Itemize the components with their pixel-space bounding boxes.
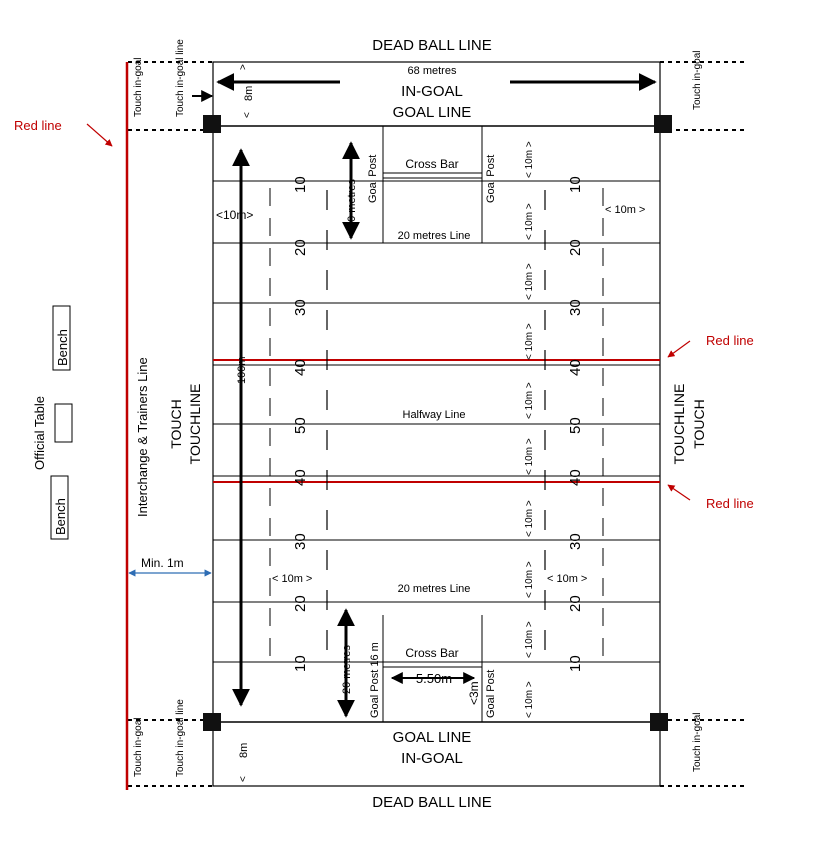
lower-gap-left: < 10m >: [272, 573, 312, 585]
field-number: 30: [567, 299, 584, 316]
ten-metre-marker: < 10m >: [524, 263, 535, 300]
bench-top-box: [52, 305, 71, 371]
goal-post-top-right: Goal Post: [485, 155, 497, 203]
twenty-line-top: 20 metres Line: [398, 230, 471, 242]
field-number: 20: [567, 595, 584, 612]
red-arrow-left: [86, 123, 113, 147]
goal-post-bottom-right: Goal Post: [485, 670, 497, 718]
ingoal-depth-caret-top: >: [238, 64, 249, 70]
field-number: 50: [292, 417, 309, 434]
twenty-line-bottom: 20 metres Line: [398, 583, 471, 595]
red-line-label-left: Red line: [14, 118, 62, 133]
field-number: 10: [567, 655, 584, 672]
touch-in-goal-right-bottom: Touch in-goal: [692, 713, 703, 772]
ten-metre-markers: < 10m > < 10m > < 10m > < 10m > < 10m > …: [524, 141, 535, 718]
red-arrow-right-upper: [667, 340, 691, 358]
red-arrow-right-lower: [667, 484, 691, 501]
red-line-label-right-upper: Red line: [706, 333, 754, 348]
min-distance-label: Min. 1m: [141, 556, 184, 570]
min-gap-label: <3m: [467, 681, 481, 705]
ten-metre-marker: < 10m >: [524, 681, 535, 718]
ingoal-depth-caret-bottom: <: [238, 776, 249, 782]
ten-metre-marker: < 10m >: [524, 561, 535, 598]
official-table: [54, 403, 73, 443]
touchline-label-right: TOUCHLINE: [671, 384, 687, 465]
dead-ball-label-top: DEAD BALL LINE: [372, 37, 492, 54]
width-label: 68 metres: [408, 65, 457, 77]
bench-bottom: Bench: [53, 498, 68, 535]
touch-label-left: TOUCH: [168, 399, 184, 449]
crossbar-width-label: 5.50m: [416, 671, 452, 686]
field-horizontal-lines: [213, 180, 660, 663]
corner-post-bottom-left: [203, 713, 221, 731]
red-line-label-right-lower: Red line: [706, 496, 754, 511]
ingoal-depth-bottom: 8m: [238, 743, 250, 758]
field-number: 40: [292, 469, 309, 486]
ten-metre-marker: < 10m >: [524, 438, 535, 475]
field-number: 10: [567, 176, 584, 193]
length-label: 100m: [236, 356, 248, 384]
field-number: 30: [292, 533, 309, 550]
goal-post-height-label: Goal Post 16 m: [369, 642, 381, 718]
field-number: 10: [292, 176, 309, 193]
field-number: 40: [567, 359, 584, 376]
touch-in-goal-right-top: Touch in-goal: [692, 51, 703, 110]
corner-post-top-right: [654, 115, 672, 133]
corner-post-bottom-right: [650, 713, 668, 731]
ten-metre-marker: < 10m >: [524, 323, 535, 360]
field-number: 40: [567, 469, 584, 486]
goal-line-label-top: GOAL LINE: [393, 104, 472, 121]
corner-post-top-left: [203, 115, 221, 133]
official-table-label: Official Table: [32, 396, 47, 470]
halfway-label: Halfway Line: [403, 409, 466, 421]
field-number: 20: [292, 595, 309, 612]
field-number: 20: [567, 239, 584, 256]
ten-metre-marker: < 10m >: [524, 203, 535, 240]
goal-post-top-left: Goal Post: [367, 155, 379, 203]
touch-in-goal-left-bottom-2: Touch in-goal line: [175, 699, 186, 777]
field-number: 20: [292, 239, 309, 256]
ingoal-depth-top: 8m: [243, 86, 255, 101]
field-number: 10: [292, 655, 309, 672]
twenty-metres-bottom: 20 metres: [341, 645, 353, 694]
touchline-label-left: TOUCHLINE: [187, 384, 203, 465]
dashed-channels: [269, 188, 604, 662]
in-goal-label-bottom: IN-GOAL: [401, 750, 463, 767]
goal-line-label-bottom: GOAL LINE: [393, 729, 472, 746]
ingoal-depth-caret-top-end: <: [242, 112, 253, 118]
goal-posts-top: [382, 126, 483, 243]
ten-metre-marker: < 10m >: [524, 621, 535, 658]
side-gap-label: <10m>: [216, 208, 253, 222]
field-numbers-right: 10 20 30 40 50 40 30 20 10: [567, 176, 584, 672]
dead-ball-label-bottom: DEAD BALL LINE: [372, 794, 492, 811]
field-number: 30: [567, 533, 584, 550]
cross-bar-top: Cross Bar: [405, 157, 458, 171]
goal-posts-bottom: [382, 615, 483, 722]
touch-in-goal-left-top-2: Touch in-goal line: [175, 39, 186, 117]
field-number: 40: [292, 359, 309, 376]
interchange-label: Interchange & Trainers Line: [135, 357, 150, 517]
in-goal-label-top: IN-GOAL: [401, 83, 463, 100]
field-numbers-left: 10 20 30 40 50 40 30 20 10: [292, 176, 309, 672]
field-number: 50: [567, 417, 584, 434]
touch-in-goal-left-top-1: Touch in-goal: [133, 58, 144, 117]
ten-metre-marker: < 10m >: [524, 500, 535, 537]
bench-top: Bench: [55, 329, 70, 366]
field-number: 30: [292, 299, 309, 316]
bench-bottom-box: [50, 475, 69, 540]
touch-label-right: TOUCH: [691, 399, 707, 449]
ten-metre-marker: < 10m >: [524, 141, 535, 178]
dead-ball-dotted-lines: [128, 61, 745, 787]
touch-in-goal-left-bottom-1: Touch in-goal: [133, 718, 144, 777]
ten-metre-marker: < 10m >: [524, 382, 535, 419]
lower-gap-right: < 10m >: [547, 573, 587, 585]
right-gap-label: < 10m >: [605, 204, 645, 216]
twenty-metres-top: 20 metres: [346, 179, 358, 228]
cross-bar-bottom: Cross Bar: [405, 646, 458, 660]
